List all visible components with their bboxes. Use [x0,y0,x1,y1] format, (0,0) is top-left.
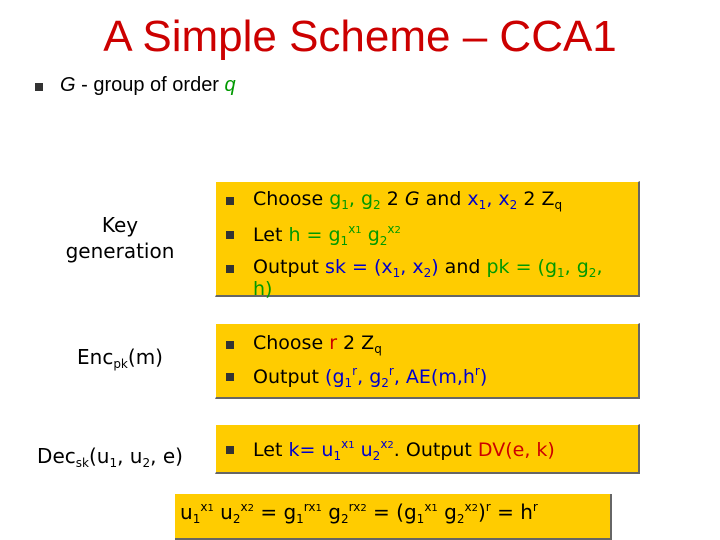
intro-text: - group of order [75,74,225,96]
order-symbol: q [224,74,236,96]
bullet-icon [226,265,234,273]
enc-box: Choose r 2 Zq Output (g1r, g2r, AE(m,hr) [215,323,640,399]
bottom-equation: u1x1 u2x2 = g1rx1 g2rx2 = (g1x1 g2x2)r =… [175,494,612,540]
bullet-icon [35,83,43,91]
group-symbol: G [60,74,76,96]
keygen-box: Choose g1, g2 2 G and x1, x2 2 Zq Let h … [215,181,640,300]
bullet-icon [226,446,234,454]
keygen-line-3-cont: h) [253,278,273,300]
keygen-label-line2: generation [65,239,175,263]
keygen-label: Key generation [40,212,200,264]
keygen-label-line1: Key [101,213,139,237]
bullet-icon [226,373,234,381]
enc-label: Encpk(m) [77,345,163,371]
dec-box: Let k= u1x1 u2x2. Output DV(e, k) [215,424,640,474]
dec-label: Decsk(u1, u2, e) [37,444,183,470]
bullet-icon [226,231,234,239]
bullet-icon [226,341,234,349]
bullet-icon [226,197,234,205]
slide-title: A Simple Scheme – CCA1 [103,12,617,61]
